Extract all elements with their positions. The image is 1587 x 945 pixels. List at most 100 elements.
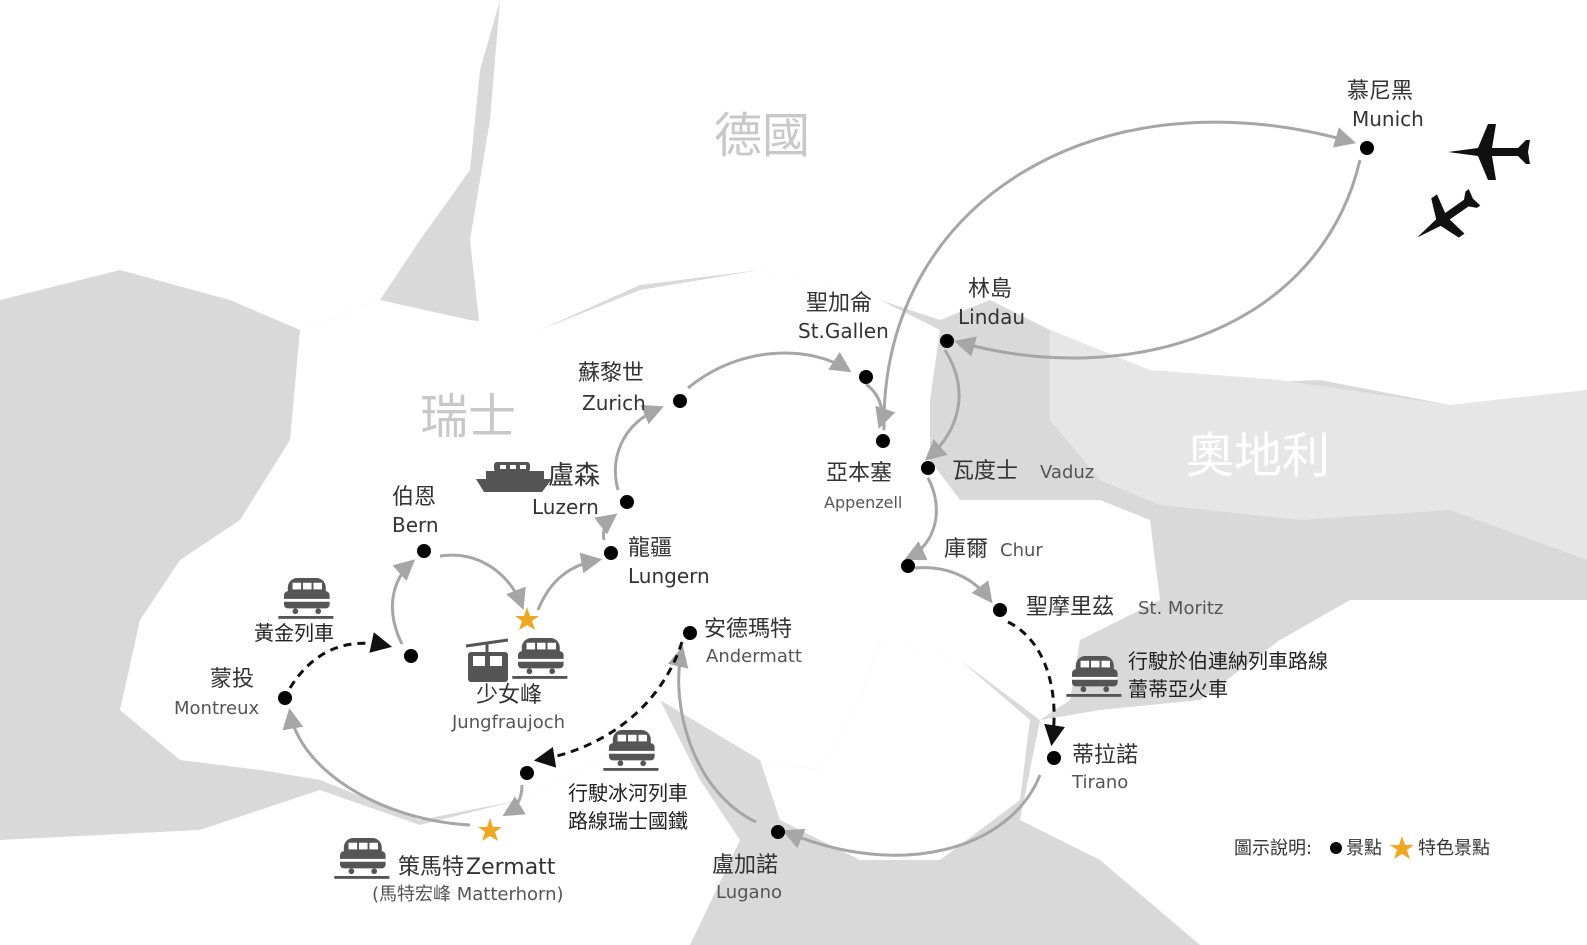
spot-bern[interactable]: [417, 544, 431, 558]
label-lungern-zh: 龍疆: [628, 536, 672, 561]
label-vaduz-zh: 瓦度士: [952, 459, 1018, 484]
label-jungfraujoch-en: Jungfraujoch: [451, 712, 565, 733]
label-montreux-zh: 蒙投: [210, 667, 254, 692]
label-munich-en: Munich: [1352, 107, 1424, 131]
note-golden-pass: 黃金列車: [254, 621, 334, 645]
label-lungern-en: Lungern: [628, 564, 710, 588]
legend: 圖示說明: 景點 特色景點: [1200, 818, 1520, 878]
route-luzern-zurich: [613, 404, 664, 491]
route-jungfrau-bern: [390, 559, 416, 645]
label-lindau-en: Lindau: [958, 305, 1025, 329]
label-bern-zh: 伯恩: [392, 485, 436, 510]
label-st-gallen-zh: 聖加侖: [806, 291, 872, 316]
airplane-icon: [1448, 124, 1530, 180]
spot-st-gallen[interactable]: [859, 370, 873, 384]
spot-tirano[interactable]: [1047, 751, 1061, 765]
land-south-strip: [0, 700, 740, 945]
note-bernina-line2: 蕾蒂亞火車: [1128, 677, 1228, 701]
route-chur-stmoritz: [914, 566, 993, 604]
label-andermatt-en: Andermatt: [706, 646, 802, 667]
country-label-austria: 奧地利: [1186, 428, 1330, 484]
route-vaduz-chur: [904, 477, 938, 561]
spot-andermatt[interactable]: [683, 626, 697, 640]
route-point-zermatt: [502, 784, 526, 817]
label-st-moritz-en: St. Moritz: [1138, 598, 1223, 619]
route-appenzell-munich: [882, 120, 1357, 431]
label-montreux-en: Montreux: [174, 698, 259, 719]
legend-spot-label: 景點: [1346, 838, 1382, 859]
note-glacier-line2: 路線瑞士國鐵: [568, 809, 688, 833]
spot-st-moritz[interactable]: [993, 603, 1007, 617]
label-chur-zh: 庫爾: [944, 537, 988, 562]
spot-luzern[interactable]: [620, 495, 634, 509]
spot-golden-pass-stop[interactable]: [404, 649, 418, 663]
spot-lindau[interactable]: [940, 334, 954, 348]
legend-feature-label: 特色景點: [1418, 838, 1490, 859]
country-label-france: 法國: [197, 184, 293, 240]
route-bern-jungfrau: [439, 553, 526, 610]
spot-montreux[interactable]: [278, 691, 292, 705]
legend-spot-dot: [1330, 842, 1342, 854]
country-label-switzerland: 瑞士: [420, 389, 516, 445]
label-lugano-en: Lugano: [716, 882, 782, 903]
spot-glacier-stop[interactable]: [520, 766, 534, 780]
country-label-germany: 德國: [714, 108, 810, 164]
legend-prefix: 圖示說明:: [1234, 838, 1312, 859]
label-st-moritz-zh: 聖摩里茲: [1026, 595, 1114, 620]
label-zermatt-sub: (馬特宏峰 Matterhorn): [372, 884, 564, 905]
label-luzern-en: Luzern: [532, 495, 599, 519]
route-zurich-stgallen: [687, 351, 852, 390]
route-zermatt-montreux: [282, 707, 471, 827]
route-lugano-andermatt: [667, 645, 757, 824]
note-glacier-line1: 行駛冰河列車: [568, 781, 688, 805]
label-zermatt-zh: 策馬特: [398, 855, 464, 880]
land-germany: [470, 0, 1587, 405]
route-jungfrau-lungern: [536, 552, 603, 611]
land-france: [0, 0, 500, 330]
spot-zurich[interactable]: [673, 394, 687, 408]
note-bernina-line1: 行駛於伯連納列車路線: [1128, 649, 1328, 673]
label-zermatt-en: Zermatt: [466, 855, 556, 880]
spot-lungern[interactable]: [604, 546, 618, 560]
star-jungfraujoch[interactable]: [515, 607, 539, 630]
label-luzern-zh: 盧森: [548, 461, 600, 491]
legend-star-icon: [1390, 836, 1414, 859]
label-tirano-zh: 蒂拉諾: [1072, 743, 1138, 768]
land-lake-region: [760, 640, 1030, 860]
spot-appenzell[interactable]: [876, 434, 890, 448]
legend-box: [1200, 818, 1520, 878]
land-switzerland: [120, 270, 1160, 820]
label-appenzell-en: Appenzell: [824, 493, 902, 512]
route-lindau-vaduz: [924, 349, 961, 461]
label-jungfraujoch-zh: 少女峰: [476, 683, 542, 708]
route-montreux-golden-pass: [288, 632, 393, 689]
star-zermatt[interactable]: [478, 818, 502, 841]
label-st-gallen-en: St.Gallen: [798, 319, 889, 343]
label-vaduz-en: Vaduz: [1040, 462, 1094, 483]
label-zurich-en: Zurich: [582, 391, 646, 415]
route-lungern-luzern: [594, 513, 618, 541]
spot-lugano[interactable]: [771, 825, 785, 839]
route-stmoritz-tirano: [1007, 620, 1065, 747]
country-label-italy: 義大利: [1262, 706, 1406, 762]
label-tirano-en: Tirano: [1071, 772, 1128, 793]
label-andermatt-zh: 安德瑪特: [704, 617, 792, 642]
label-lugano-zh: 盧加諾: [712, 853, 778, 878]
land-austria-edge: [1050, 330, 1587, 560]
airplane-icon: [1417, 189, 1481, 238]
route-munich-lindau: [953, 159, 1362, 360]
spot-munich[interactable]: [1360, 141, 1374, 155]
route-stgallen-appenzell: [865, 382, 896, 429]
label-chur-en: Chur: [1000, 540, 1043, 561]
gondola-icon: [465, 638, 509, 682]
route-tirano-lugano: [782, 774, 1042, 857]
spot-chur[interactable]: [901, 559, 915, 573]
spot-vaduz[interactable]: [921, 461, 935, 475]
label-bern-en: Bern: [392, 513, 439, 537]
label-zurich-zh: 蘇黎世: [578, 361, 644, 386]
route-andermatt-glacier: [533, 641, 684, 768]
label-munich-zh: 慕尼黑: [1347, 79, 1413, 104]
label-lindau-zh: 林島: [968, 277, 1012, 302]
label-appenzell-zh: 亞本塞: [826, 461, 892, 486]
